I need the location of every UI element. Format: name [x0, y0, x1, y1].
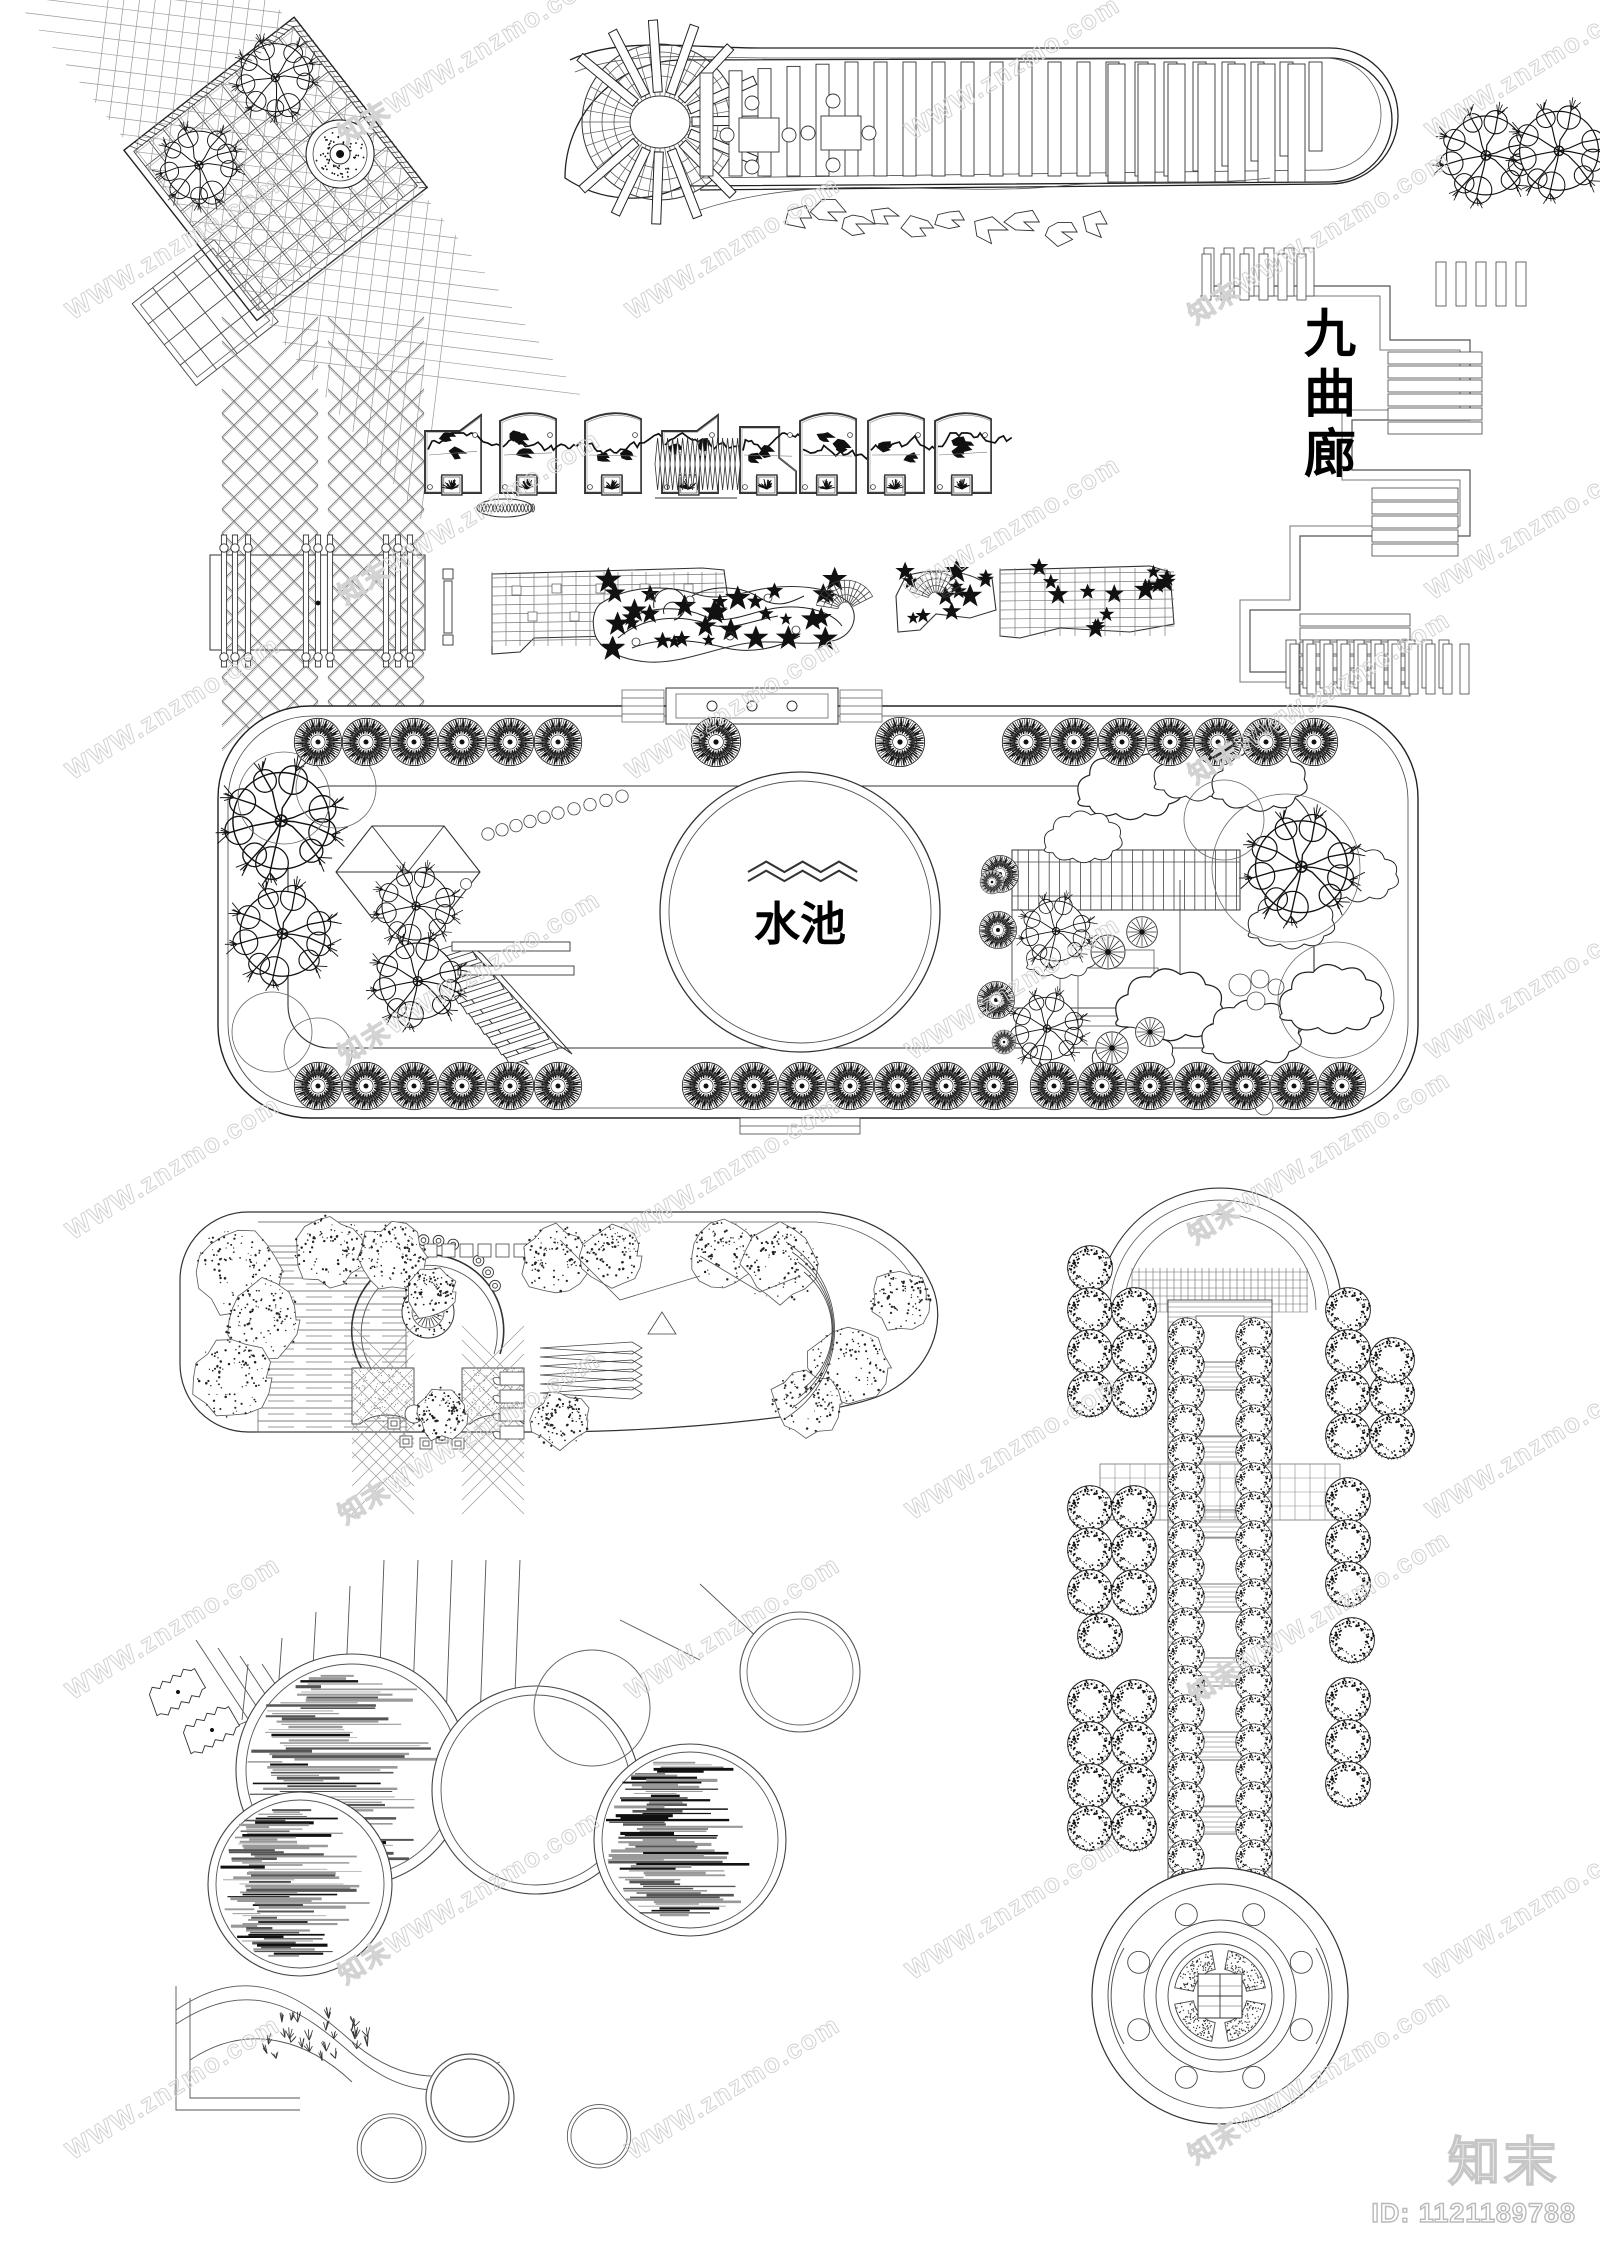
svg-text:廊: 廊 [1304, 425, 1356, 485]
pool-label: 水池 [754, 897, 846, 951]
screen-wall-panel [585, 413, 668, 495]
screen-wall-planter [602, 475, 622, 495]
panel-rotated-pergola-plan [0, 0, 586, 577]
hatched-canopy-c [594, 1744, 786, 1936]
circular-medallion [1092, 1868, 1348, 2124]
svg-text:九: 九 [1304, 305, 1356, 365]
drawing-id-label: ID: 1121189788 [1371, 2198, 1576, 2229]
svg-text:曲: 曲 [1304, 365, 1356, 425]
screen-wall-planter [885, 475, 905, 495]
panel-axial-promenade [1067, 1188, 1414, 2124]
panel-pool-plaza-plan: 水池 [216, 688, 1418, 1134]
screen-wall-planter [757, 475, 777, 495]
panel-circular-pergola-walk [565, 20, 1600, 247]
panel-tree-cluster-plan [144, 1560, 860, 2182]
screen-wall-planter [442, 475, 462, 495]
fence-post [382, 535, 390, 667]
screen-wall-panel [500, 413, 581, 495]
panel-screen-wall-elevation [425, 413, 1012, 517]
screen-wall-planter [517, 475, 537, 495]
panel-nine-bend-corridor [1200, 248, 1526, 696]
brand-watermark: 知末 [1448, 2120, 1560, 2195]
fence-post [244, 535, 252, 667]
fence-post [406, 535, 414, 667]
fence-post [302, 535, 310, 667]
panel-curved-garden-plan [180, 1212, 938, 1514]
screen-wall-panel [662, 415, 748, 495]
fence-post [394, 535, 402, 667]
fence-post [220, 535, 228, 667]
screen-wall-planter [817, 475, 837, 495]
screen-wall-planter [952, 475, 972, 495]
panel-flower-bed-plan [492, 558, 1176, 662]
corridor-label: 九 曲 廊 [1304, 305, 1356, 485]
screen-wall-panel [935, 413, 1012, 495]
hatched-canopy-d [208, 1792, 392, 1976]
fence-post [326, 535, 334, 667]
fence-post [231, 535, 239, 667]
